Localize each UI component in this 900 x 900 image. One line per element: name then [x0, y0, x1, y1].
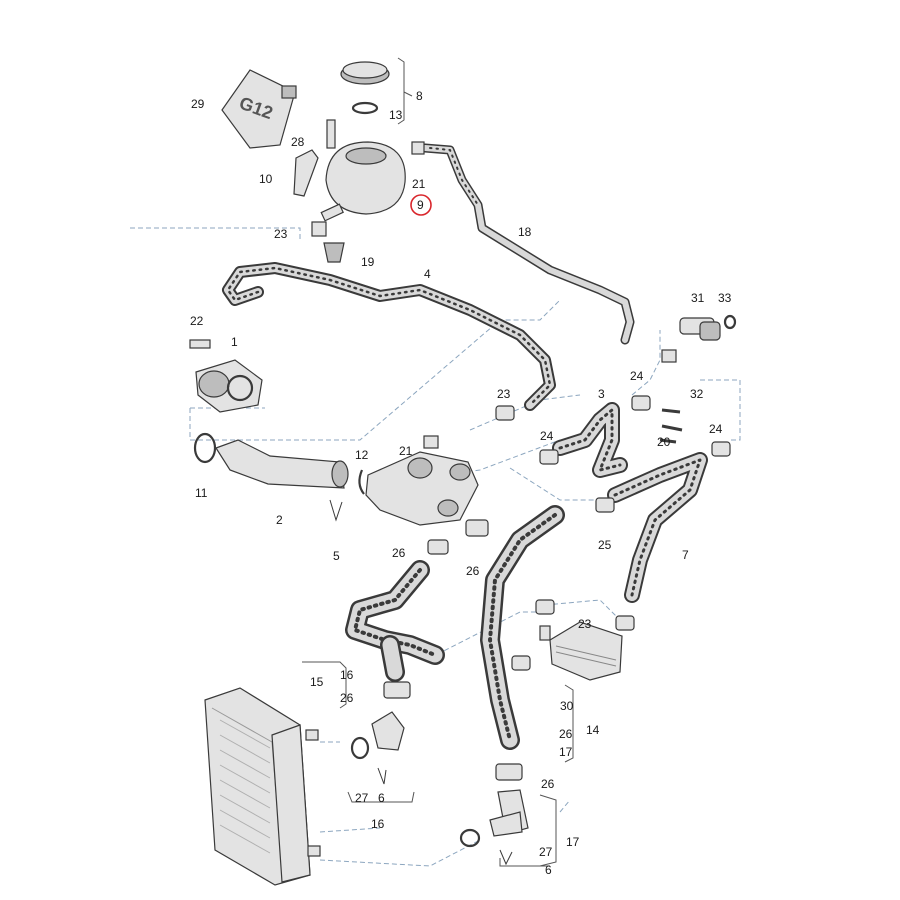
callout-26: 26 — [466, 564, 480, 578]
callout-27: 27 — [539, 845, 553, 859]
connectors-right — [661, 314, 737, 363]
callout-5: 5 — [333, 549, 340, 563]
callout-31: 31 — [691, 291, 705, 305]
lower-connectors — [329, 499, 529, 866]
small-parts-upper — [293, 119, 345, 263]
coolant-bottle: G12 — [221, 69, 297, 149]
callout-8: 8 — [416, 89, 423, 103]
callout-28: 28 — [291, 135, 305, 149]
callout-24: 24 — [540, 429, 554, 443]
callout-26: 26 — [340, 691, 354, 705]
callout-6: 6 — [378, 791, 385, 805]
callout-20: 20 — [657, 435, 671, 449]
thermostat-housing — [365, 435, 479, 526]
callout-6: 6 — [545, 863, 552, 877]
callout-11: 11 — [195, 486, 208, 500]
callout-3: 3 — [598, 387, 605, 401]
coolant-flange — [189, 339, 263, 413]
callout-29: 29 — [191, 97, 205, 111]
callout-1: 1 — [231, 335, 238, 349]
callout-22: 22 — [190, 314, 204, 328]
callout-17: 17 — [566, 835, 580, 849]
callout-18: 18 — [518, 225, 532, 239]
callout-16: 16 — [340, 668, 354, 682]
callout-13: 13 — [389, 108, 403, 122]
callout-9: 9 — [417, 198, 424, 212]
expansion-tank — [320, 61, 425, 222]
callout-16: 16 — [371, 817, 385, 831]
callout-7: 7 — [682, 548, 689, 562]
callout-25: 25 — [598, 538, 612, 552]
callout-24: 24 — [709, 422, 723, 436]
callout-23: 23 — [497, 387, 511, 401]
callout-labels: 29 8 13 28 10 21 9 18 23 19 4 22 1 31 33… — [190, 89, 732, 877]
callout-15: 15 — [310, 675, 324, 689]
coolant-pipe — [193, 432, 365, 495]
callout-4: 4 — [424, 267, 431, 281]
callout-21: 21 — [412, 177, 426, 191]
callout-9-highlight — [410, 194, 432, 216]
callout-23: 23 — [274, 227, 288, 241]
callout-14: 14 — [586, 723, 600, 737]
callout-12: 12 — [355, 448, 369, 462]
callout-17: 17 — [559, 745, 573, 759]
callout-30: 30 — [560, 699, 574, 713]
callout-21: 21 — [399, 444, 413, 458]
oil-cooler — [539, 621, 623, 681]
callout-19: 19 — [361, 255, 375, 269]
callout-26: 26 — [541, 777, 555, 791]
callout-32: 32 — [690, 387, 704, 401]
callout-10: 10 — [259, 172, 273, 186]
radiator — [204, 687, 321, 886]
callout-2: 2 — [276, 513, 283, 527]
callout-24: 24 — [630, 369, 644, 383]
hose-clamps — [383, 395, 731, 781]
group-brackets — [302, 57, 574, 867]
callout-23: 23 — [578, 617, 592, 631]
callout-33: 33 — [718, 291, 732, 305]
callout-26: 26 — [392, 546, 406, 560]
callout-26: 26 — [559, 727, 573, 741]
hoses — [222, 143, 708, 750]
callout-27: 27 — [355, 791, 369, 805]
